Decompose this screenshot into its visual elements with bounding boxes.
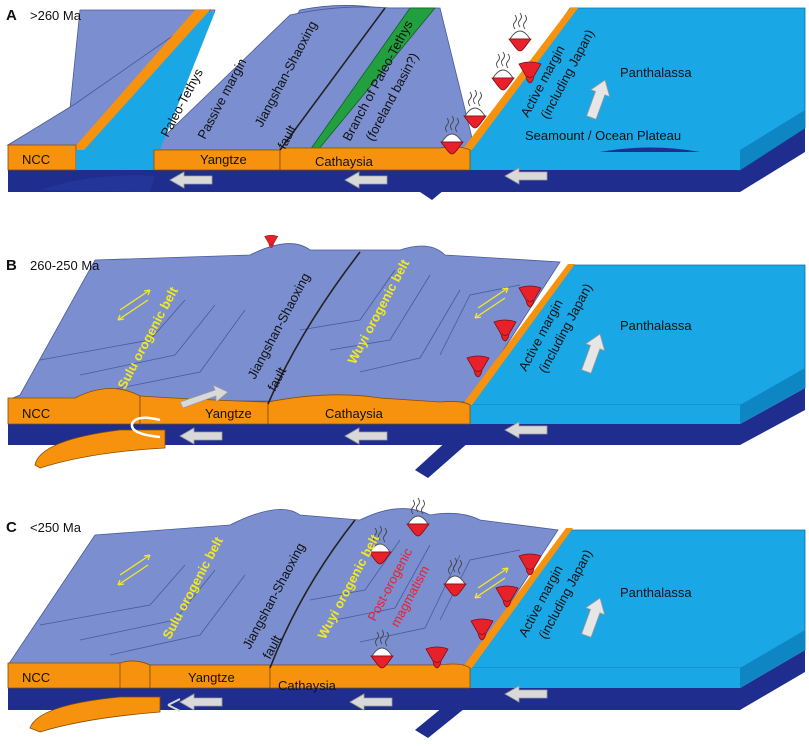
panel-age: >260 Ma (30, 8, 82, 23)
subducting-slab (40, 175, 155, 192)
ocean-front (470, 150, 740, 170)
belt-hatching (39, 269, 521, 391)
yangtze-label: Yangtze (188, 670, 235, 685)
yangtze-label: Yangtze (205, 406, 252, 421)
mantle-base (8, 650, 805, 710)
tethys-front (76, 150, 156, 170)
volcano-icon (491, 51, 515, 91)
orange-rim (72, 10, 210, 150)
pacific-slab (415, 685, 485, 738)
ocean-side (740, 368, 805, 424)
mantle-base (8, 388, 805, 445)
panel-age: <250 Ma (30, 520, 82, 535)
panthalassa-label: Panthalassa (620, 585, 692, 600)
subducting-slab (34, 429, 166, 469)
trench-margin (462, 528, 573, 668)
pacific-slab (415, 420, 485, 478)
panthalassa-label: Panthalassa (620, 318, 692, 333)
ncc-label: NCC (22, 670, 50, 685)
shear-arrows (117, 554, 509, 599)
cathaysia-front (267, 394, 471, 425)
ocean-side (740, 110, 805, 170)
ncc-label: NCC (22, 406, 50, 421)
js-fault-line (267, 251, 361, 405)
panel-a: A >260 Ma NCC Yangtze Cathaysia Paleo-Te… (6, 5, 806, 200)
trench-margin (462, 264, 575, 405)
panel-letter: C (6, 519, 17, 536)
ocean-front (470, 405, 740, 424)
seamount (600, 147, 700, 152)
panel-letter: B (6, 257, 17, 274)
double-arrow-icon (167, 698, 181, 712)
panel-age: 260-250 Ma (30, 258, 100, 273)
yangtze-label: Yangtze (200, 152, 247, 167)
trench-margin (462, 8, 578, 150)
js-fault-line (279, 7, 386, 151)
panel-b: B 260-250 Ma NCC Yangtze Cathaysia Sulu … (6, 234, 806, 478)
cathaysia-front (279, 146, 471, 171)
cathaysia-front (269, 663, 471, 689)
panthalassa-label: Panthalassa (620, 65, 692, 80)
collision-arrow (179, 384, 229, 409)
cathaysia-label: Cathaysia (315, 154, 374, 169)
js-fault-line (269, 519, 356, 669)
subducting-slab (29, 696, 161, 733)
panel-c: C <250 Ma NCC Yangtze Cathaysia Sulu oro… (6, 497, 806, 738)
continent-top (7, 243, 561, 403)
seamount-label: Seamount / Ocean Plateau (525, 128, 681, 143)
cathaysia-label: Cathaysia (325, 406, 384, 421)
panel-letter: A (6, 7, 17, 24)
ncc-label: NCC (22, 152, 50, 167)
curved-arrow-icon (130, 416, 161, 439)
ocean-side (740, 630, 805, 688)
volcano-icon (508, 12, 532, 52)
ocean-front (470, 668, 740, 688)
cathaysia-label: Cathaysia (278, 678, 337, 693)
shear-arrows (117, 287, 509, 321)
